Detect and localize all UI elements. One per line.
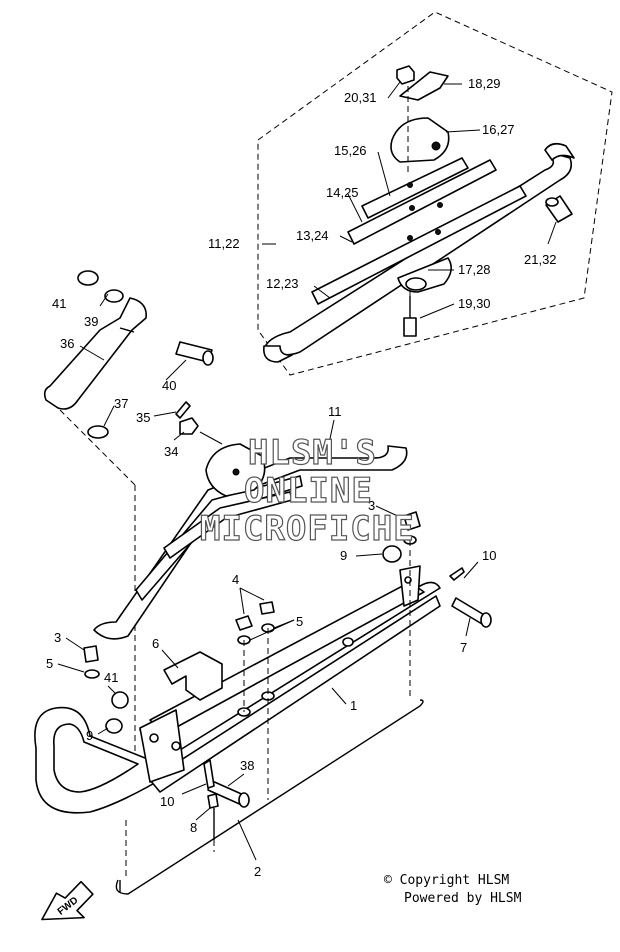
callout-13-24: 13,24: [296, 228, 329, 243]
leaf-14: [347, 159, 497, 245]
callout-35: 35: [136, 410, 150, 425]
watermark-line-1: HLSM'S: [248, 433, 377, 473]
ski-tip-inner: [53, 723, 139, 793]
shock-absorber-group: [43, 270, 147, 760]
leaf-spring-3: [163, 491, 293, 559]
bushing-end: [545, 197, 559, 207]
right-hardware: [382, 511, 492, 700]
watermark: HLSM'S ONLINE MICROFICHE: [199, 432, 415, 549]
block-hole: [431, 141, 441, 151]
inset-boundary: [257, 11, 613, 376]
nut-top: [396, 65, 415, 85]
callout-20-31: 20,31: [344, 90, 377, 105]
nut-34: [179, 417, 199, 435]
copyright-line-2: Powered by HLSM: [404, 891, 522, 906]
callout-19-30: 19,30: [458, 296, 491, 311]
callout-10-left: 10: [160, 794, 174, 809]
callout-15-26: 15,26: [334, 143, 367, 158]
callout-3-left: 3: [54, 630, 61, 645]
assembly-line: [59, 409, 136, 486]
callout-21-32: 21,32: [524, 252, 557, 267]
callout-16-27: 16,27: [482, 122, 515, 137]
callout-40: 40: [162, 378, 176, 393]
leaf-spring-2: [135, 475, 303, 601]
callout-9-right: 9: [340, 548, 347, 563]
main-leaf-spring: [93, 443, 408, 640]
callout-37: 37: [114, 396, 128, 411]
callout-41-bottom: 41: [104, 670, 118, 685]
callout-1: 1: [350, 698, 357, 713]
bolt-inset: [403, 317, 417, 337]
leaf-hole: [437, 202, 443, 208]
cotter-pin-35: [175, 401, 191, 419]
main-leaders: [57, 293, 479, 861]
callout-38: 38: [240, 758, 254, 773]
callout-10-right: 10: [482, 548, 496, 563]
callout-5-left: 5: [46, 656, 53, 671]
inset-leaders: [262, 81, 557, 319]
spring-clip: [399, 71, 449, 101]
leaf-hole: [407, 235, 413, 241]
callout-6: 6: [152, 636, 159, 651]
watermark-line-2: ONLINE: [244, 471, 373, 511]
fwd-arrow-icon: FWD: [41, 880, 94, 921]
lower-bolts: [203, 759, 250, 852]
collar-39: [104, 289, 124, 303]
copyright-line-1: © Copyright HLSM: [384, 873, 509, 888]
callout-11-22: 11,22: [208, 236, 240, 251]
leaf-15: [361, 157, 469, 219]
watermark-line-3: MICROFICHE: [200, 509, 415, 549]
callout-2: 2: [254, 864, 261, 879]
left-hardware: [83, 645, 129, 734]
callout-8: 8: [190, 820, 197, 835]
spring-block-upper: [390, 117, 450, 163]
callout-14-25: 14,25: [326, 185, 359, 200]
leaf-eye-front: [262, 345, 293, 363]
callout-39: 39: [84, 314, 98, 329]
callout-labels: 20,31 18,29 16,27 15,26 14,25 13,24 11,2…: [46, 76, 557, 879]
ski-assembly: [34, 565, 441, 814]
callout-11: 11: [328, 404, 342, 419]
inset-leaf-spring-assembly: [262, 65, 575, 363]
collar-37: [87, 425, 109, 439]
callout-7: 7: [460, 640, 467, 655]
shock-absorber: [43, 297, 147, 410]
callout-36: 36: [60, 336, 74, 351]
callout-4: 4: [232, 572, 239, 587]
callout-9-left: 9: [86, 728, 93, 743]
callout-41-top: 41: [52, 296, 66, 311]
leaf-hole: [407, 182, 413, 188]
leaf-eye-rear: [544, 142, 575, 161]
nut-41: [77, 270, 99, 286]
callout-12-23: 12,23: [266, 276, 299, 291]
callout-34: 34: [164, 444, 178, 459]
bolt-40: [175, 341, 214, 366]
callout-3-right: 3: [368, 498, 375, 513]
callout-5-center: 5: [296, 614, 303, 629]
clamp-boss: [405, 277, 427, 291]
wear-bar: [115, 699, 424, 895]
spindle-bracket: [139, 709, 185, 783]
hardware-4-5: [235, 601, 275, 800]
leaf-hole: [435, 229, 441, 235]
callout-18-29: 18,29: [468, 76, 501, 91]
ski-bottom: [149, 595, 441, 793]
leaf-hole: [409, 205, 415, 211]
leaf-13: [311, 185, 527, 305]
callout-17-28: 17,28: [458, 262, 491, 277]
bracket-6: [163, 651, 223, 701]
